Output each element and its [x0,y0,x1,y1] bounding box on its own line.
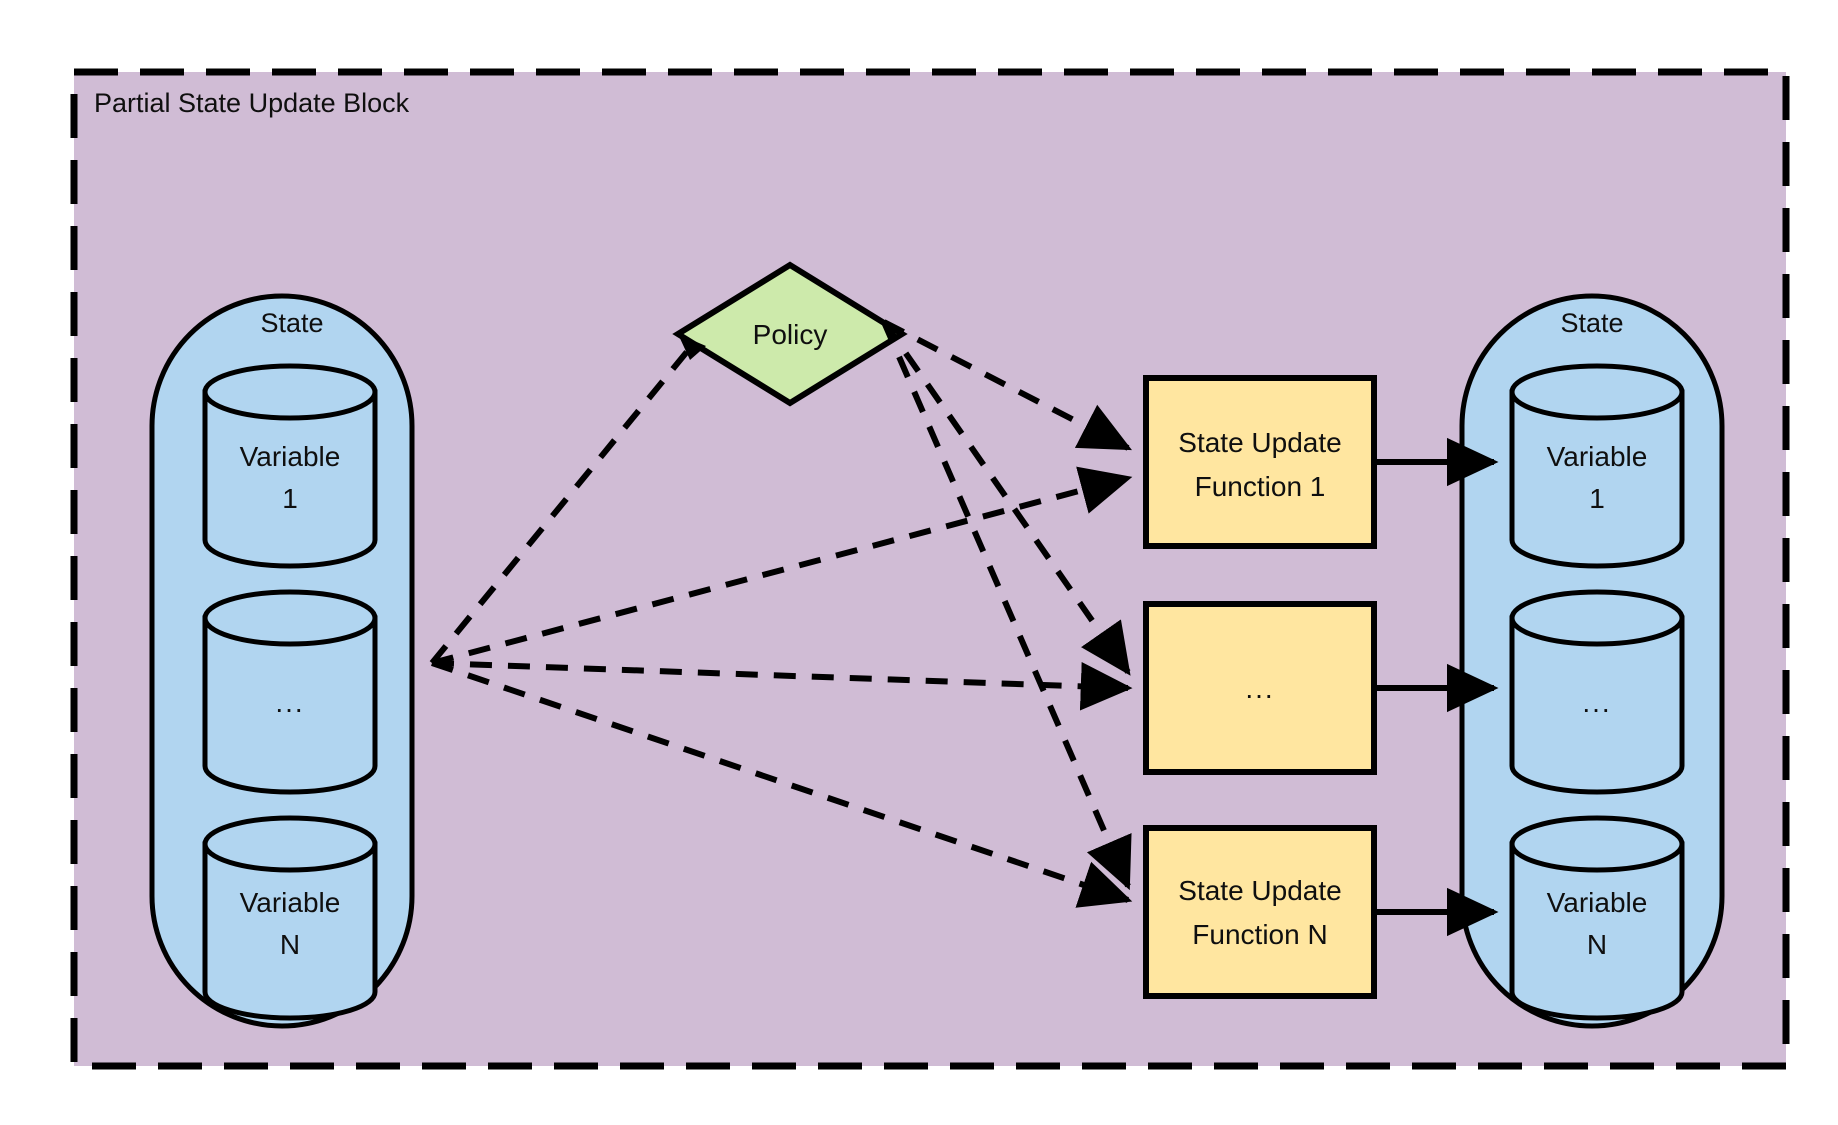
state-update-function-mid: ... [1143,601,1377,775]
state-update-function-n-label-line2: Function N [1192,919,1327,950]
input-variable-n-label-line1: Variable [240,887,341,918]
output-variable-n-label-line2: N [1587,929,1607,960]
output-variable-1-cylinder: Variable 1 [1509,363,1685,569]
edge-state-to-function-mid [431,660,1133,711]
state-update-function-n-box [1143,825,1377,999]
input-variable-mid-label: ... [275,687,304,718]
edge-policy-to-function-1 [882,319,1132,451]
state-update-function-1-label-line2: Function 1 [1195,471,1326,502]
state-update-function-1: State Update Function 1 [1143,375,1377,549]
policy-node: Policy [672,261,908,407]
policy-label: Policy [753,319,828,350]
state-update-function-1-box [1143,375,1377,549]
output-variable-1-label-line2: 1 [1589,483,1605,514]
input-variable-1-label-line2: 1 [282,483,298,514]
state-update-function-mid-box [1143,601,1377,775]
input-variable-1-label-line1: Variable [240,441,341,472]
input-variable-n-label-line2: N [280,929,300,960]
input-state-container: State Variable 1 ... Variable N [149,293,415,1029]
edge-state-to-policy-arrowhead [678,334,706,360]
state-update-function-n-label-line1: State Update [1178,875,1341,906]
block-title: Partial State Update Block [94,88,410,118]
edge-policy-to-function-mid [881,320,1131,676]
state-update-function-1-label-line1: State Update [1178,427,1341,458]
edge-policy-to-function-n [881,320,1132,891]
input-variable-n-cylinder: Variable N [202,815,378,1021]
edge-state-to-function-n [431,660,1133,908]
output-variable-n-cylinder: Variable N [1509,815,1685,1021]
output-variable-1-label-line1: Variable [1547,441,1648,472]
state-update-function-mid-label: ... [1245,673,1274,704]
input-variable-mid-cylinder: ... [202,589,378,795]
input-state-label: State [260,308,323,338]
edge-state-to-function-1 [431,466,1133,666]
state-update-function-n: State Update Function N [1143,825,1377,999]
edge-state-to-policy [429,334,706,665]
output-state-label: State [1560,308,1623,338]
output-variable-mid-label: ... [1582,687,1611,718]
policy-shape [672,261,908,407]
output-state-container: State Variable 1 ... Variable N [1459,293,1725,1029]
output-variable-n-label-line1: Variable [1547,887,1648,918]
input-variable-1-cylinder: Variable 1 [202,363,378,569]
output-variable-mid-cylinder: ... [1509,589,1685,795]
